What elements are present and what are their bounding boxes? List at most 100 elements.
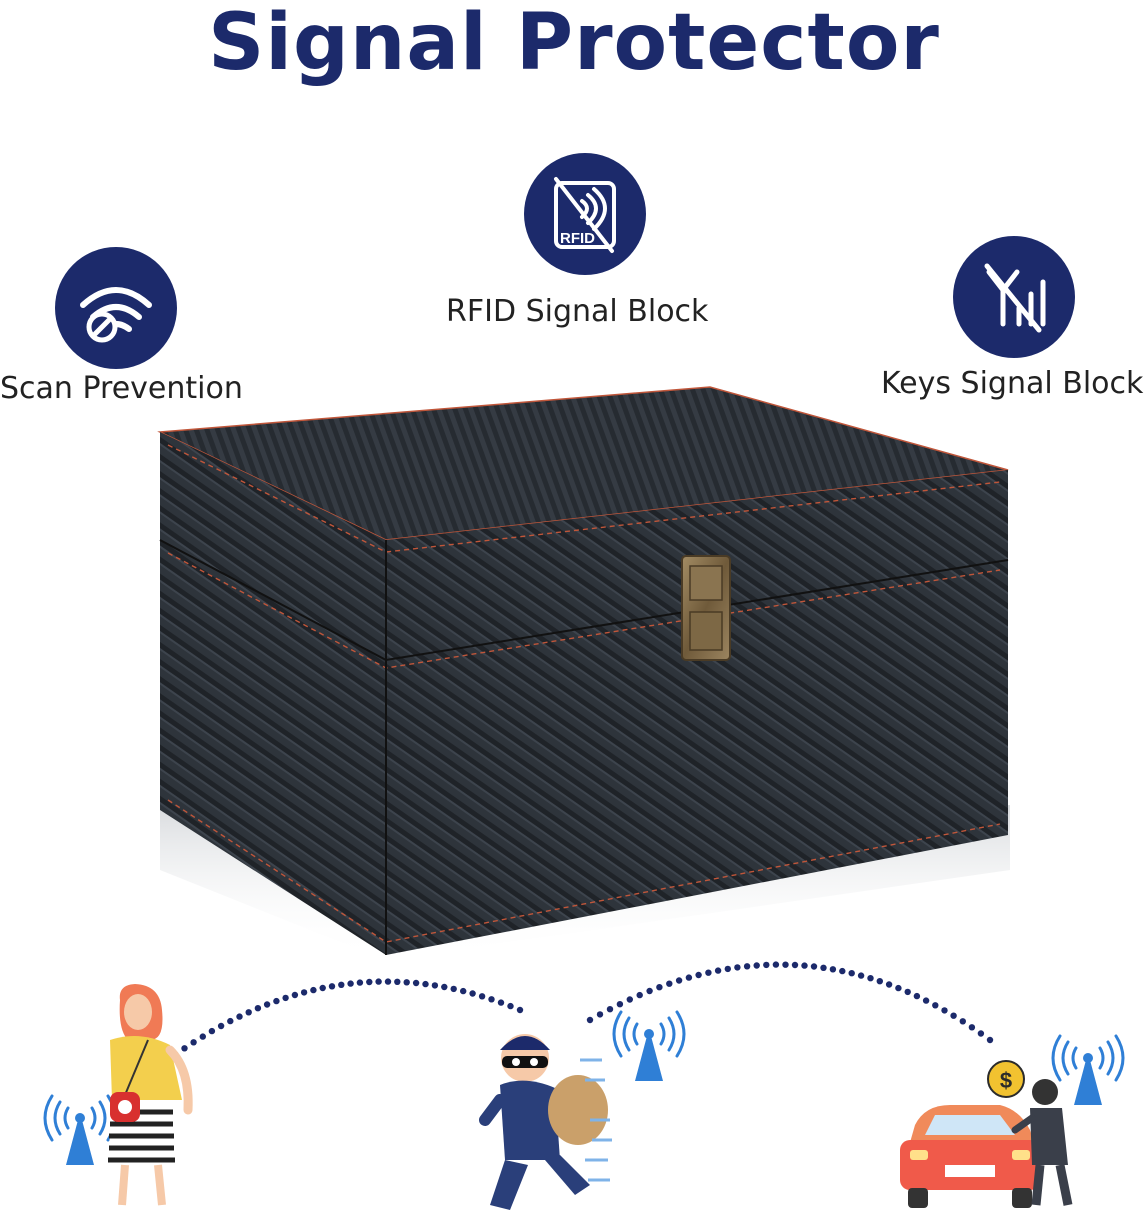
signal-dot [586, 1016, 594, 1024]
signal-dot [310, 986, 317, 994]
signal-dot [941, 1007, 948, 1014]
signal-dot [885, 981, 893, 988]
signal-dot [705, 969, 712, 976]
feature-label-rfid: RFID Signal Block [446, 294, 709, 329]
box-lid-left [160, 432, 386, 660]
signal-dot [829, 966, 837, 973]
signal-dot [412, 979, 420, 987]
signal-dot [375, 978, 382, 985]
signal-dot [338, 981, 345, 988]
signal-dot [254, 1005, 262, 1012]
signal-dot [282, 994, 289, 1002]
signal-dot [782, 961, 789, 968]
signal-dot [791, 961, 799, 969]
signal-dot [932, 1002, 939, 1009]
signal-dot [319, 984, 326, 992]
signal-dot [403, 979, 410, 986]
signal-dot [810, 963, 818, 970]
signal-dot [876, 978, 883, 985]
signal-dot [685, 974, 693, 981]
box-body-left [160, 540, 386, 955]
signal-dot [347, 980, 354, 987]
signal-dot [190, 1039, 197, 1046]
signal-dot [616, 1001, 624, 1008]
signal-dot [273, 997, 280, 1005]
thief-running-figure [479, 1034, 612, 1210]
signal-dot [977, 1030, 985, 1037]
signal-dot [596, 1011, 604, 1018]
signal-dot [208, 1027, 216, 1035]
signal-dot [606, 1006, 614, 1013]
antenna-blocked-icon [953, 236, 1075, 358]
signal-dot [656, 984, 663, 991]
signal-dot [839, 967, 846, 975]
signal-dot [753, 962, 760, 969]
signal-dot [384, 978, 392, 985]
signal-dot [263, 1001, 271, 1008]
signal-dot [801, 962, 808, 969]
signal-dot [431, 982, 439, 989]
signal-tower-icon [1051, 1034, 1125, 1105]
signal-dot [394, 978, 401, 985]
signal-dot [441, 983, 448, 991]
signal-dot [968, 1024, 976, 1031]
signal-dot [734, 964, 741, 971]
signal-dot [478, 993, 486, 1000]
signal-tower-icon [43, 1094, 117, 1165]
signal-dot [675, 977, 683, 984]
signal-dot [646, 987, 653, 995]
signal-dot [848, 970, 855, 977]
car-icon [900, 1105, 1040, 1208]
feature-label-scan: Scan Prevention [0, 371, 243, 406]
signal-dot [199, 1033, 206, 1040]
signal-dot [820, 964, 827, 971]
signal-dot [356, 979, 364, 986]
box-clasp [681, 555, 731, 661]
signal-dot [291, 991, 299, 999]
signal-dot [245, 1009, 252, 1016]
signal-dot [469, 990, 476, 997]
dollar-sign: $ [1000, 1068, 1012, 1093]
signal-dot [772, 961, 780, 968]
signal-dot [857, 972, 865, 979]
woman-figure [108, 984, 193, 1206]
signal-dot [227, 1017, 234, 1025]
signal-dot [904, 988, 911, 996]
signal-dot [867, 975, 874, 982]
rfid-blocked-icon: RFID [524, 153, 646, 275]
signal-dot [950, 1012, 957, 1019]
signal-dot [217, 1022, 225, 1030]
wifi-blocked-icon [55, 247, 177, 369]
signal-dot [763, 961, 770, 969]
signal-dot [743, 963, 751, 970]
signal-dot [450, 985, 457, 993]
signal-dot [181, 1045, 188, 1052]
signal-dot [636, 991, 643, 999]
signal-dot [300, 989, 308, 996]
signal-dot [626, 996, 633, 1003]
car-thief-figure [1011, 1079, 1073, 1206]
box-body-front [386, 560, 1008, 955]
signal-dot [236, 1013, 243, 1020]
signal-dot [714, 967, 722, 974]
signal-dot [328, 983, 336, 990]
loot-bag-icon [548, 1075, 608, 1145]
signal-dot [986, 1036, 994, 1044]
signal-dot [959, 1018, 966, 1025]
box-edges [159, 539, 1009, 955]
signal-dot [507, 1002, 514, 1010]
feature-label-keys: Keys Signal Block [881, 366, 1144, 401]
signal-dot [460, 987, 467, 995]
signal-dot [422, 980, 429, 988]
page-title: Signal Protector [208, 0, 940, 88]
signal-dot [695, 971, 702, 979]
signal-tower-icon [612, 1010, 686, 1081]
signal-dot [516, 1006, 524, 1014]
dollar-coin-icon: $ [987, 1060, 1025, 1098]
rfid-icon-text: RFID [560, 230, 595, 247]
signal-dot [724, 965, 731, 973]
signal-dot [366, 978, 373, 986]
signal-dot [913, 992, 921, 1000]
